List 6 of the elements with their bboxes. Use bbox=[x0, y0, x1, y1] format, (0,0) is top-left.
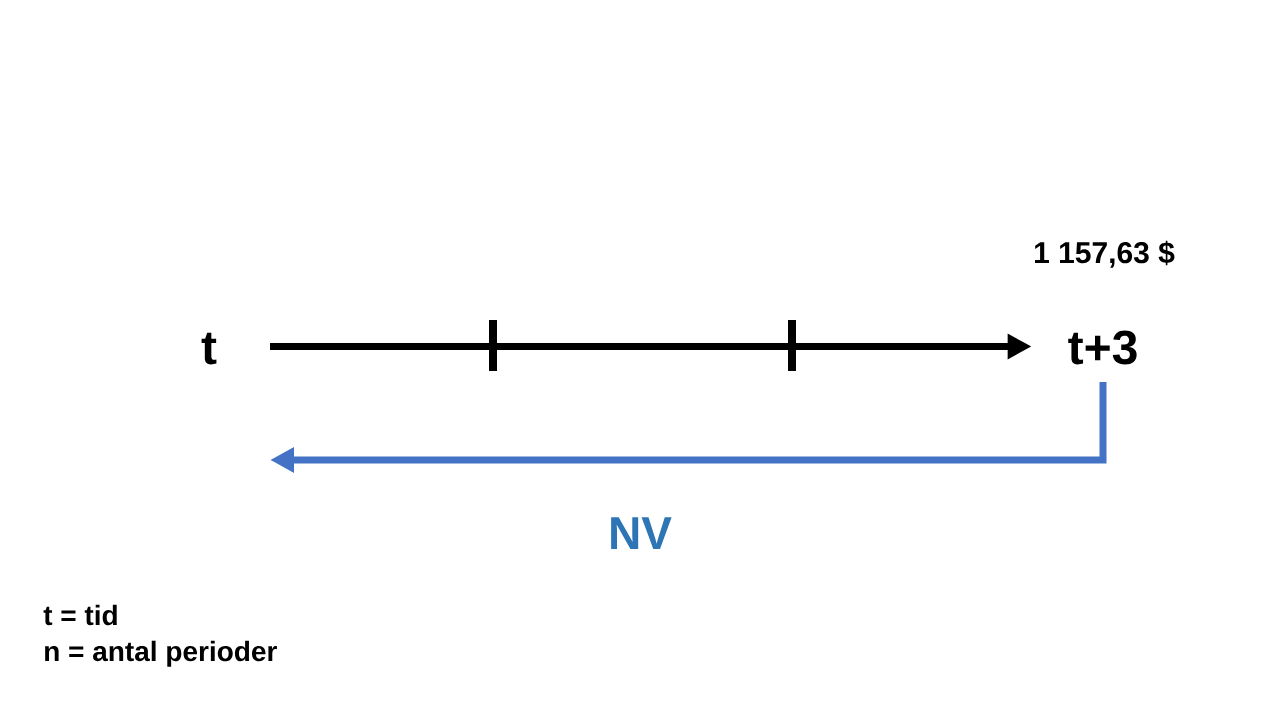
time-label: t+3 bbox=[1068, 330, 1137, 365]
note-text: t = tid bbox=[43, 604, 117, 626]
time-label: t bbox=[201, 332, 217, 365]
note-text: n = antal perioder bbox=[45, 640, 277, 667]
value-label: 1 157,63 $ bbox=[1035, 240, 1175, 268]
edge-label: NV bbox=[611, 517, 672, 549]
